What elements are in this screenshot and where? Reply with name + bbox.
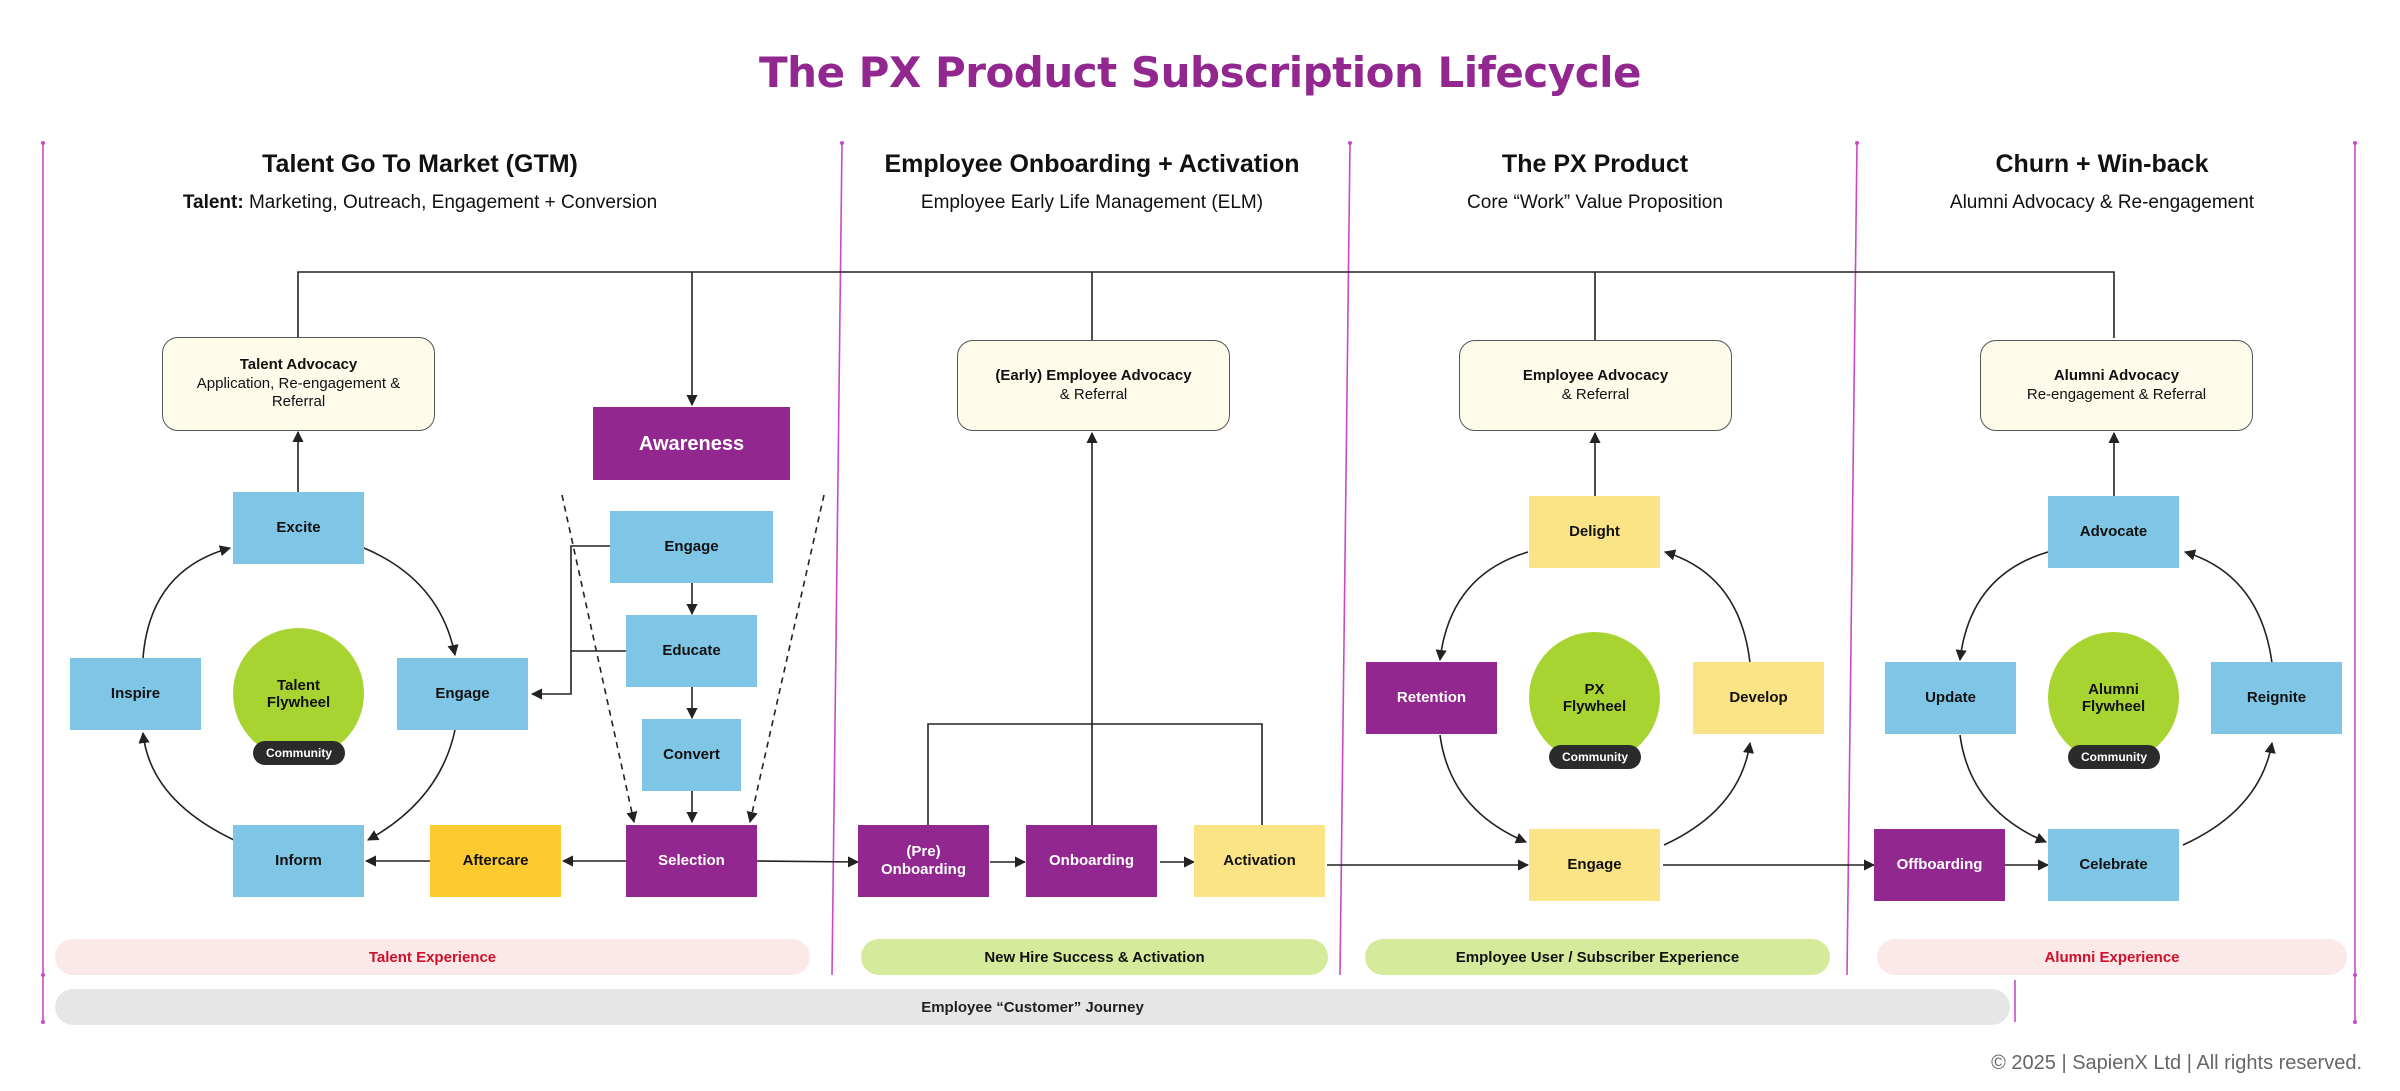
divider-line bbox=[1846, 142, 1858, 976]
activation-box: Activation bbox=[1194, 825, 1325, 897]
funnel-engage-box: Engage bbox=[610, 511, 773, 583]
alumni-flywheel-circle: Alumni Flywheel bbox=[2048, 632, 2179, 763]
phase-subtitle-px-product: Core “Work” Value Proposition bbox=[1467, 192, 1723, 213]
advocacy-title: Talent Advocacy bbox=[239, 355, 358, 373]
delight-box: Delight bbox=[1529, 496, 1660, 568]
talent-advocacy-box: Talent Advocacy Application, Re-engageme… bbox=[162, 337, 435, 431]
talent-flywheel-circle: Talent Flywheel bbox=[233, 628, 364, 759]
advocacy-line: Referral bbox=[271, 393, 326, 411]
awareness-box: Awareness bbox=[593, 407, 790, 480]
phase-subtitle-gtm: Talent: Marketing, Outreach, Engagement … bbox=[90, 192, 750, 214]
develop-box: Develop bbox=[1693, 662, 1824, 734]
aftercare-box: Aftercare bbox=[430, 825, 561, 897]
educate-box: Educate bbox=[626, 615, 757, 687]
community-badge: Community bbox=[253, 741, 345, 765]
excite-box: Excite bbox=[233, 492, 364, 564]
copyright-footer: © 2025 | SapienX Ltd | All rights reserv… bbox=[1991, 1052, 2362, 1074]
talent-engage-box: Engage bbox=[397, 658, 528, 730]
phase-heading-onboarding: Employee Onboarding + Activation bbox=[884, 150, 1300, 178]
pre-onboarding-label: (Pre) Onboarding bbox=[881, 843, 966, 878]
advocacy-line: & Referral bbox=[1059, 385, 1128, 403]
offboarding-box: Offboarding bbox=[1874, 829, 2005, 901]
community-badge: Community bbox=[1549, 745, 1641, 769]
page-title: The PX Product Subscription Lifecycle bbox=[759, 48, 1641, 97]
flywheel-label: PX Flywheel bbox=[1562, 680, 1627, 715]
phase-heading-churn: Churn + Win-back bbox=[1995, 150, 2209, 178]
community-badge: Community bbox=[2068, 745, 2160, 769]
inspire-box: Inspire bbox=[70, 658, 201, 730]
reignite-box: Reignite bbox=[2211, 662, 2342, 734]
onboarding-box: Onboarding bbox=[1026, 825, 1157, 897]
px-engage-box: Engage bbox=[1529, 829, 1660, 901]
convert-box: Convert bbox=[642, 719, 741, 791]
px-flywheel-circle: PX Flywheel bbox=[1529, 632, 1660, 763]
employee-advocacy-box: Employee Advocacy & Referral bbox=[1459, 340, 1732, 431]
phase-heading-gtm: Talent Go To Market (GTM) bbox=[262, 150, 578, 178]
retention-box: Retention bbox=[1366, 662, 1497, 734]
early-employee-advocacy-box: (Early) Employee Advocacy & Referral bbox=[957, 340, 1230, 431]
divider-line bbox=[1339, 142, 1351, 976]
advocacy-line: Re-engagement & Referral bbox=[2026, 385, 2207, 403]
advocacy-line: & Referral bbox=[1561, 385, 1630, 403]
pre-onboarding-box: (Pre) Onboarding bbox=[858, 825, 989, 897]
celebrate-box: Celebrate bbox=[2048, 829, 2179, 901]
flywheel-label: Talent Flywheel bbox=[266, 676, 331, 711]
band-customer-journey: Employee “Customer” Journey bbox=[55, 989, 2010, 1025]
selection-box: Selection bbox=[626, 825, 757, 897]
phase-subtitle-churn: Alumni Advocacy & Re-engagement bbox=[1949, 192, 2255, 213]
band-talent-experience: Talent Experience bbox=[55, 939, 810, 975]
phase-subtitle-bold: Talent: bbox=[182, 192, 244, 213]
band-alumni-experience: Alumni Experience bbox=[1877, 939, 2347, 975]
advocacy-title: Employee Advocacy bbox=[1522, 366, 1669, 384]
phase-subtitle-text: Marketing, Outreach, Engagement + Conver… bbox=[243, 192, 658, 213]
top-bus-line bbox=[297, 271, 2115, 338]
band-new-hire-success: New Hire Success & Activation bbox=[861, 939, 1328, 975]
alumni-advocacy-box: Alumni Advocacy Re-engagement & Referral bbox=[1980, 340, 2253, 431]
update-box: Update bbox=[1885, 662, 2016, 734]
phase-subtitle-onboarding: Employee Early Life Management (ELM) bbox=[920, 192, 1264, 213]
divider-line bbox=[831, 142, 843, 976]
phase-heading-px-product: The PX Product bbox=[1501, 150, 1689, 178]
advocacy-title: (Early) Employee Advocacy bbox=[995, 366, 1192, 384]
flywheel-label: Alumni Flywheel bbox=[2081, 680, 2146, 715]
inform-box: Inform bbox=[233, 825, 364, 897]
advocacy-title: Alumni Advocacy bbox=[2053, 366, 2180, 384]
advocacy-line: Application, Re-engagement & bbox=[196, 374, 401, 392]
band-employee-experience: Employee User / Subscriber Experience bbox=[1365, 939, 1830, 975]
advocate-box: Advocate bbox=[2048, 496, 2179, 568]
